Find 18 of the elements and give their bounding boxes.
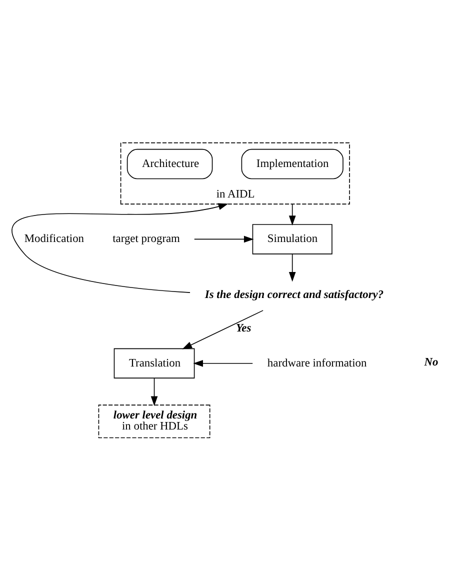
arrow xyxy=(193,359,254,366)
node-box: lower level design in other HDLs xyxy=(98,404,210,438)
arrow xyxy=(150,377,158,406)
label: No xyxy=(424,356,438,368)
node-text: Is the design correct and satisfactory? xyxy=(204,288,384,300)
arrow xyxy=(288,203,296,225)
arrow xyxy=(288,253,296,282)
edge-label: Yes xyxy=(236,322,252,334)
node-text: hardware information xyxy=(267,356,367,369)
node-box: Implementation xyxy=(241,148,344,179)
node-text: target program xyxy=(112,232,180,245)
edge-label: Modification xyxy=(24,232,84,245)
node-box: Simulation xyxy=(252,224,332,254)
arrow xyxy=(182,310,264,349)
node-box: Translation xyxy=(114,348,195,378)
node-box: Architecture xyxy=(126,148,213,179)
arrow xyxy=(194,235,254,242)
arrow xyxy=(12,202,228,292)
